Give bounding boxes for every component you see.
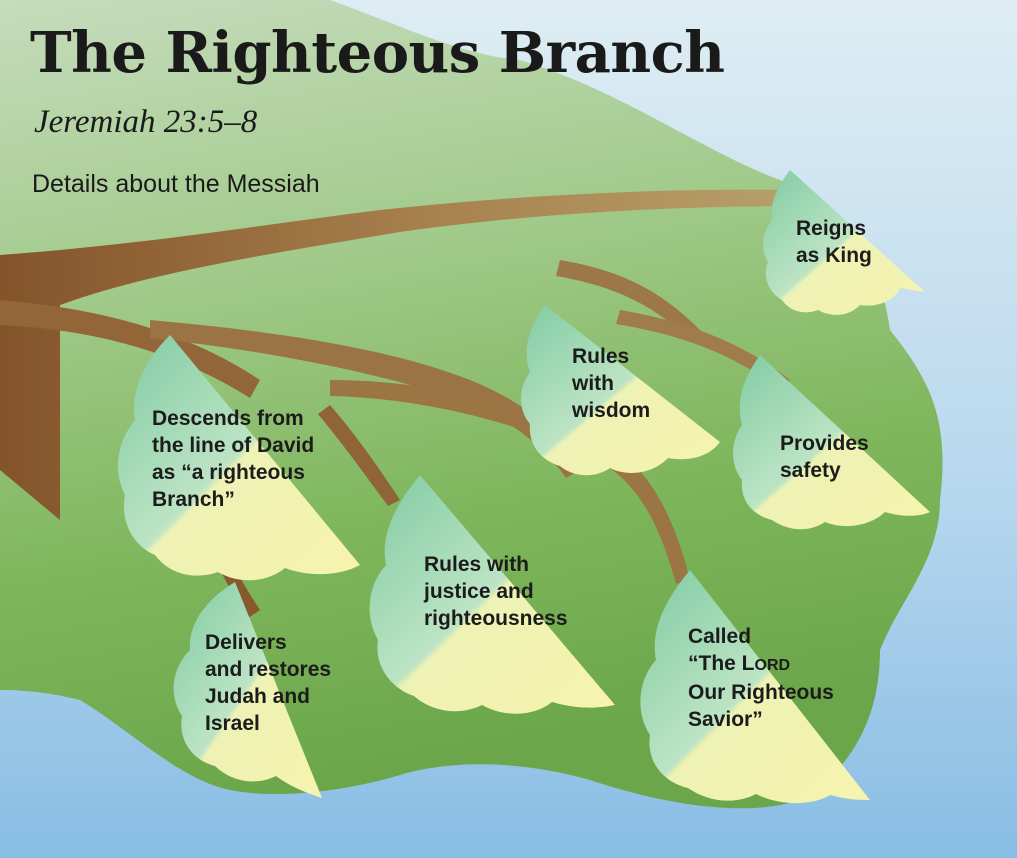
page-title: The Righteous Branch <box>30 20 725 86</box>
leaf-provides-safety <box>733 355 930 530</box>
leaf-descends-from-david <box>117 335 360 581</box>
leaf-label-descends-from-david: Descends from the line of David as “a ri… <box>152 407 315 511</box>
branches <box>0 189 800 618</box>
scripture-reference: Jeremiah 23:5–8 <box>34 104 258 140</box>
leaf-label-provides-safety: Provides safety <box>780 432 869 482</box>
lead-text: Details about the Messiah <box>32 170 320 198</box>
leaf-shapes <box>117 170 930 804</box>
leaf-label-delivers-and-restores: Delivers and restores Judah and Israel <box>205 631 332 735</box>
leaf-reigns-as-king <box>763 170 925 315</box>
leaf-delivers-and-restores <box>173 582 322 798</box>
leaf-label-reigns-as-king: Reigns as King <box>796 217 872 267</box>
leaf-rules-with-justice <box>369 475 615 714</box>
leaf-label-called-the-lord: Called “The LORD Our Righteous Savior” <box>688 625 834 731</box>
leaf-called-the-lord <box>640 570 870 804</box>
leaf-rules-with-wisdom <box>521 305 720 476</box>
leaf-label-rules-with-justice: Rules with justice and righteousness <box>424 553 568 630</box>
leaf-label-rules-with-wisdom: Rules with wisdom <box>572 345 651 422</box>
